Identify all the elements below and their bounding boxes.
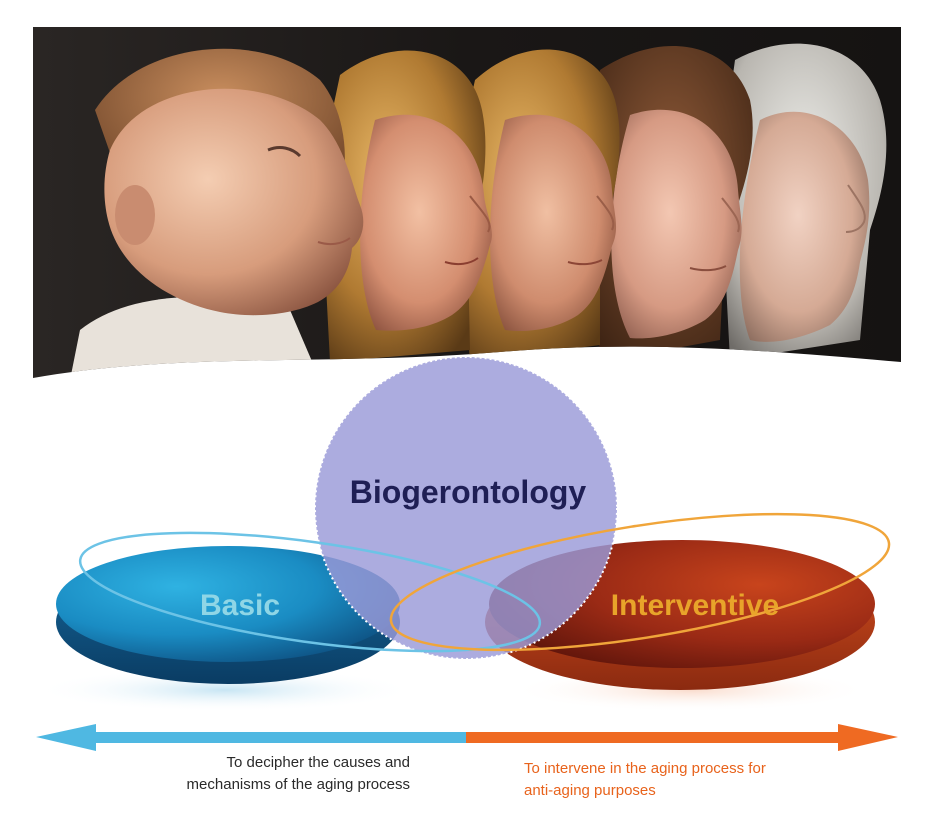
basic-caption-line-2: mechanisms of the aging process xyxy=(186,776,410,793)
face-baby xyxy=(70,48,364,378)
interventive-ring xyxy=(389,512,891,652)
biogerontology-label: Biogerontology xyxy=(350,474,587,510)
basic-ring xyxy=(78,531,542,653)
interventive-caption-line-1: To intervene in the aging process for xyxy=(524,760,766,777)
spectrum-arrow xyxy=(36,724,898,751)
interventive-caption-line-2: anti-aging purposes xyxy=(524,782,656,799)
interventive-arrow xyxy=(466,724,898,751)
basic-caption: To decipher the causes and mechanisms of… xyxy=(120,752,410,796)
basic-disc xyxy=(56,546,400,684)
face-middle-aged xyxy=(455,49,620,363)
basic-arrow xyxy=(36,724,466,751)
interventive-caption: To intervene in the aging process for an… xyxy=(524,758,844,802)
face-young-adult xyxy=(320,50,492,362)
basic-label: Basic xyxy=(200,589,280,622)
face-elderly xyxy=(720,43,887,360)
basic-caption-line-1: To decipher the causes and xyxy=(226,754,410,771)
interventive-label: Interventive xyxy=(611,589,779,622)
aging-faces-photo xyxy=(33,27,901,378)
face-old xyxy=(590,46,753,362)
basic-disc-shadow xyxy=(35,668,415,712)
biogerontology-circle xyxy=(314,356,618,660)
